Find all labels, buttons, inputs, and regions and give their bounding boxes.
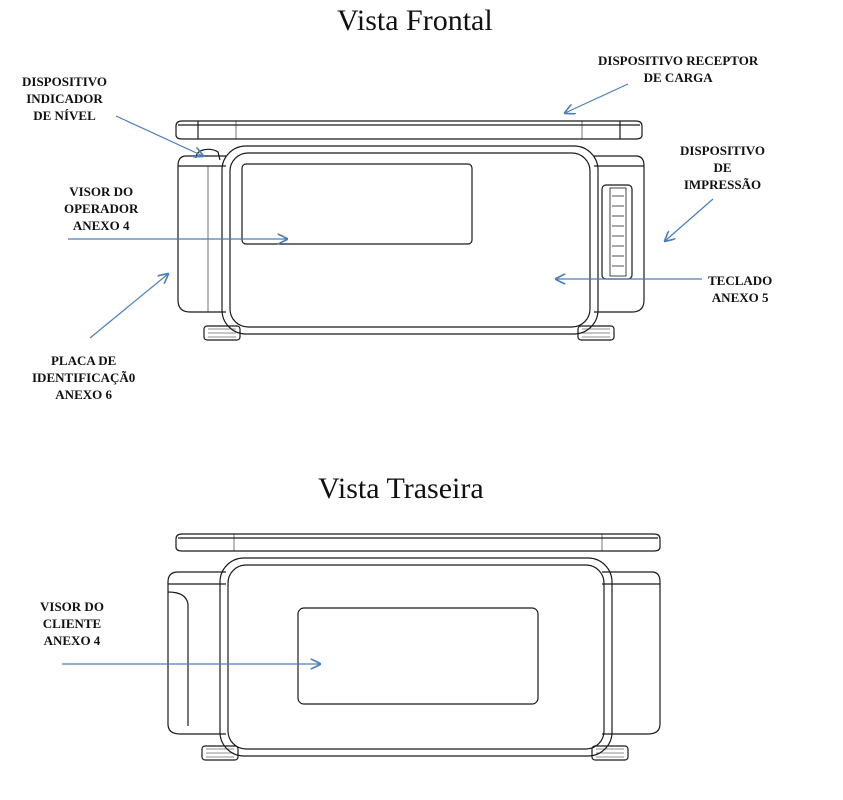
rear-load-platter	[175, 533, 661, 552]
rear-scale-drawing	[167, 533, 661, 761]
label-placa-identificacao: PLACA DE IDENTIFICAÇÃ0 ANEXO 6	[32, 353, 136, 402]
front-scale-drawing	[175, 120, 645, 341]
front-main-body	[221, 145, 599, 335]
arrow-receptor	[565, 83, 629, 113]
arrow-impressao	[665, 198, 714, 241]
front-feet	[203, 325, 615, 341]
rear-view-title: Vista Traseira	[318, 472, 484, 505]
arrow-placa	[89, 274, 168, 339]
rear-feet	[201, 745, 629, 761]
label-receptor-de-carga: DISPOSITIVO RECEPTOR DE CARGA	[598, 53, 759, 85]
rear-main-body	[219, 557, 613, 757]
arrow-nivel	[115, 115, 203, 156]
front-arrows	[68, 83, 714, 339]
label-teclado: TECLADO ANEXO 5	[708, 273, 773, 305]
front-view-title: Vista Frontal	[337, 4, 493, 37]
label-dispositivo-impressao: DISPOSITIVO DE IMPRESSÃO	[680, 143, 765, 192]
rear-right-side	[602, 571, 661, 735]
front-right-side	[594, 155, 645, 313]
front-load-platter	[175, 120, 643, 140]
rear-left-side	[167, 571, 226, 735]
front-left-side	[177, 148, 226, 313]
label-visor-cliente: VISOR DO CLIENTE ANEXO 4	[40, 599, 104, 648]
label-visor-operador: VISOR DO OPERADOR ANEXO 4	[64, 184, 139, 233]
label-indicador-de-nivel: DISPOSITIVO INDICADOR DE NÍVEL	[22, 74, 107, 123]
